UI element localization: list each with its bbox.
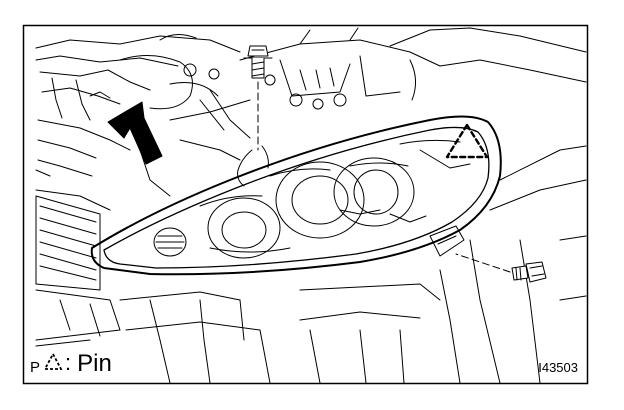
side-bolt <box>455 253 547 283</box>
pin-location-marker <box>445 123 489 159</box>
side-bolt-guide-line <box>455 253 511 273</box>
headlamp-outer-housing <box>90 115 502 276</box>
pin-legend: P : Pin <box>30 346 112 376</box>
engine-bay-background <box>35 27 587 211</box>
fender-background <box>299 145 587 384</box>
side-marker-lens <box>153 227 187 257</box>
headlamp-inner-lens <box>103 126 490 269</box>
high-beam-reflector <box>275 161 365 239</box>
pin-icon <box>43 352 63 370</box>
projector-reflector <box>333 157 415 227</box>
grille-background <box>35 195 271 384</box>
legend-prefix: P <box>30 359 41 376</box>
legend-label: Pin <box>77 350 112 377</box>
headlamp-assembly <box>90 115 502 276</box>
removal-direction-arrow <box>107 101 163 165</box>
legend-separator: : <box>65 350 72 375</box>
upper-bolt <box>243 45 273 151</box>
low-beam-reflector <box>207 197 281 259</box>
figure-id: I43503 <box>538 360 578 375</box>
